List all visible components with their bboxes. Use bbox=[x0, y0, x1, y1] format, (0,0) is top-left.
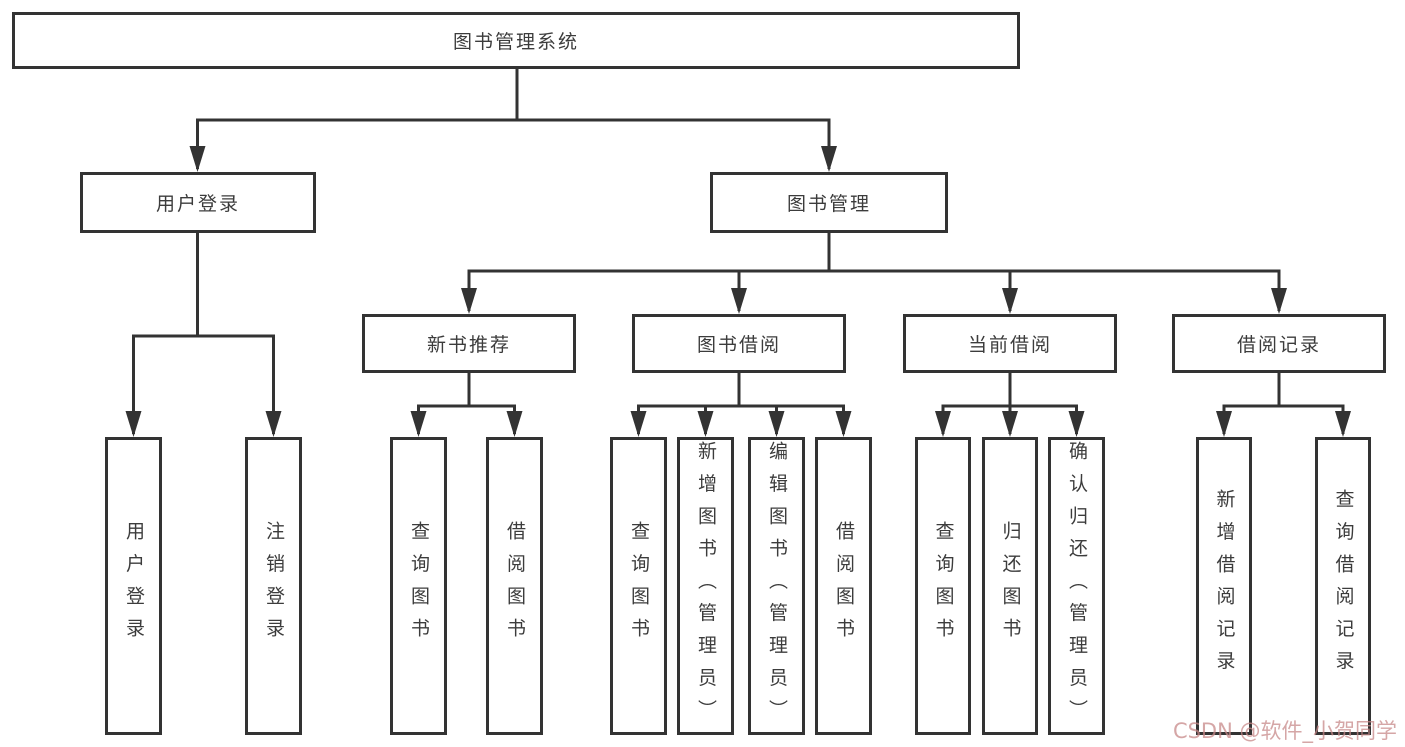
edge-to-new-book-recommend bbox=[461, 269, 829, 314]
node-user-login: 用户登录 bbox=[80, 172, 316, 233]
edge-root-to-user-login bbox=[189, 118, 517, 172]
leaf-return-books: 归还图书 bbox=[982, 437, 1038, 735]
edge-to-leaf-add-record bbox=[1216, 404, 1279, 437]
node-label: 编辑图书（管理员） bbox=[766, 440, 788, 732]
edge-to-leaf-logout bbox=[197, 334, 282, 437]
node-label: 确认归还（管理员） bbox=[1066, 440, 1088, 732]
edge-to-current-borrowing bbox=[829, 269, 1018, 314]
leaf-query-books-1: 查询图书 bbox=[390, 437, 447, 735]
leaf-query-books-2: 查询图书 bbox=[610, 437, 667, 735]
node-label: 借阅图书 bbox=[833, 521, 855, 651]
leaf-edit-books-admin: 编辑图书（管理员） bbox=[748, 437, 805, 735]
node-label: 图书管理系统 bbox=[452, 31, 579, 53]
node-root: 图书管理系统 bbox=[12, 12, 1020, 69]
node-borrowing-records: 借阅记录 bbox=[1172, 314, 1386, 373]
node-book-management: 图书管理 bbox=[710, 172, 948, 233]
node-label: 新增图书（管理员） bbox=[695, 440, 717, 732]
node-label: 新增借阅记录 bbox=[1213, 489, 1236, 683]
leaf-query-books-3: 查询图书 bbox=[915, 437, 971, 735]
leaf-query-borrow-record: 查询借阅记录 bbox=[1315, 437, 1371, 735]
edge-to-leaf-confirm-return bbox=[1010, 404, 1085, 437]
edge-to-leaf-user-login bbox=[125, 334, 198, 437]
node-label: 查询图书 bbox=[628, 521, 650, 651]
edge-to-book-borrowing bbox=[731, 269, 829, 314]
node-label: 用户登录 bbox=[123, 521, 145, 651]
edge-to-leaf-query-books-1 bbox=[410, 404, 469, 437]
edge-to-leaf-query-record bbox=[1279, 404, 1351, 437]
node-new-book-recommend: 新书推荐 bbox=[362, 314, 576, 373]
edge-to-borrowing-records bbox=[829, 269, 1287, 314]
edge-to-leaf-borrow-books-1 bbox=[469, 404, 523, 437]
leaf-add-borrow-record: 新增借阅记录 bbox=[1196, 437, 1252, 735]
node-label: 图书借阅 bbox=[696, 334, 781, 356]
leaf-confirm-return-admin: 确认归还（管理员） bbox=[1048, 437, 1105, 735]
leaf-logout: 注销登录 bbox=[245, 437, 302, 735]
node-label: 查询图书 bbox=[408, 521, 430, 651]
leaf-user-login: 用户登录 bbox=[105, 437, 162, 735]
node-label: 注销登录 bbox=[263, 521, 285, 651]
leaf-borrow-books-2: 借阅图书 bbox=[815, 437, 872, 735]
node-label: 归还图书 bbox=[999, 521, 1022, 651]
node-label: 借阅记录 bbox=[1236, 334, 1321, 356]
node-label: 借阅图书 bbox=[504, 521, 526, 651]
edge-to-leaf-query-books-2 bbox=[630, 404, 739, 437]
node-label: 用户登录 bbox=[155, 193, 240, 215]
node-label: 查询借阅记录 bbox=[1332, 489, 1355, 683]
node-label: 当前借阅 bbox=[967, 334, 1052, 356]
node-label: 查询图书 bbox=[932, 521, 955, 651]
node-current-borrowing: 当前借阅 bbox=[903, 314, 1117, 373]
edge-to-leaf-add-books bbox=[697, 404, 739, 437]
node-label: 图书管理 bbox=[786, 193, 871, 215]
edge-to-leaf-edit-books bbox=[739, 404, 785, 437]
edge-to-leaf-query-books-3 bbox=[935, 404, 1010, 437]
leaf-add-books-admin: 新增图书（管理员） bbox=[677, 437, 734, 735]
edge-root-to-book-management bbox=[517, 118, 837, 172]
watermark: CSDN @软件_小贺同学 bbox=[1172, 719, 1397, 743]
edge-to-leaf-borrow-books-2 bbox=[739, 404, 852, 437]
leaf-borrow-books-1: 借阅图书 bbox=[486, 437, 543, 735]
node-label: 新书推荐 bbox=[426, 334, 511, 356]
node-book-borrowing: 图书借阅 bbox=[632, 314, 846, 373]
